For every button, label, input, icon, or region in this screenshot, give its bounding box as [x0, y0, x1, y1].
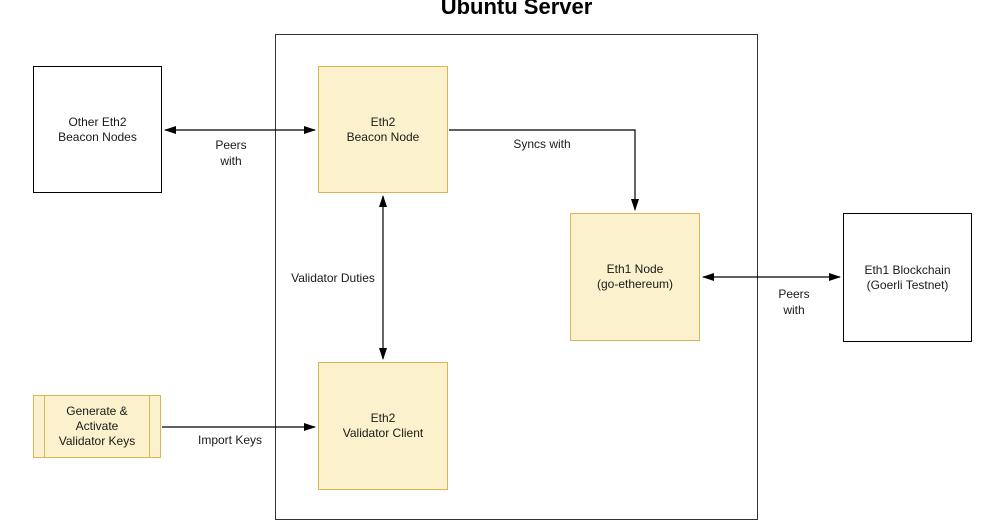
edge-label-peers-with-right: Peers with [778, 287, 810, 317]
node-eth1-node: Eth1 Node (go-ethereum) [570, 213, 700, 341]
node-label: Eth2 Validator Client [342, 411, 424, 440]
node-eth2-beacon-node: Eth2 Beacon Node [318, 66, 448, 193]
edge-label-import-keys: Import Keys [197, 433, 263, 447]
node-label: Eth1 Node (go-ethereum) [596, 262, 674, 291]
process-stripe-left [44, 396, 45, 457]
process-stripe-right [149, 396, 150, 457]
node-label: Generate & Activate Validator Keys [58, 404, 136, 448]
edge-label-validator-duties: Validator Duties [291, 271, 375, 285]
node-label: Other Eth2 Beacon Nodes [58, 114, 137, 144]
node-eth1-blockchain: Eth1 Blockchain (Goerli Testnet) [843, 213, 972, 342]
node-label: Eth1 Blockchain (Goerli Testnet) [864, 262, 951, 292]
node-eth2-validator-client: Eth2 Validator Client [318, 362, 448, 490]
node-generate-activate-validator-keys: Generate & Activate Validator Keys [33, 395, 161, 458]
edge-label-syncs-with: Syncs with [513, 137, 571, 151]
diagram-title: Ubuntu Server [440, 0, 593, 19]
node-other-eth2-beacon-nodes: Other Eth2 Beacon Nodes [33, 66, 162, 193]
edge-label-peers-with-left: Peers with [215, 138, 247, 168]
node-label: Eth2 Beacon Node [346, 114, 420, 144]
